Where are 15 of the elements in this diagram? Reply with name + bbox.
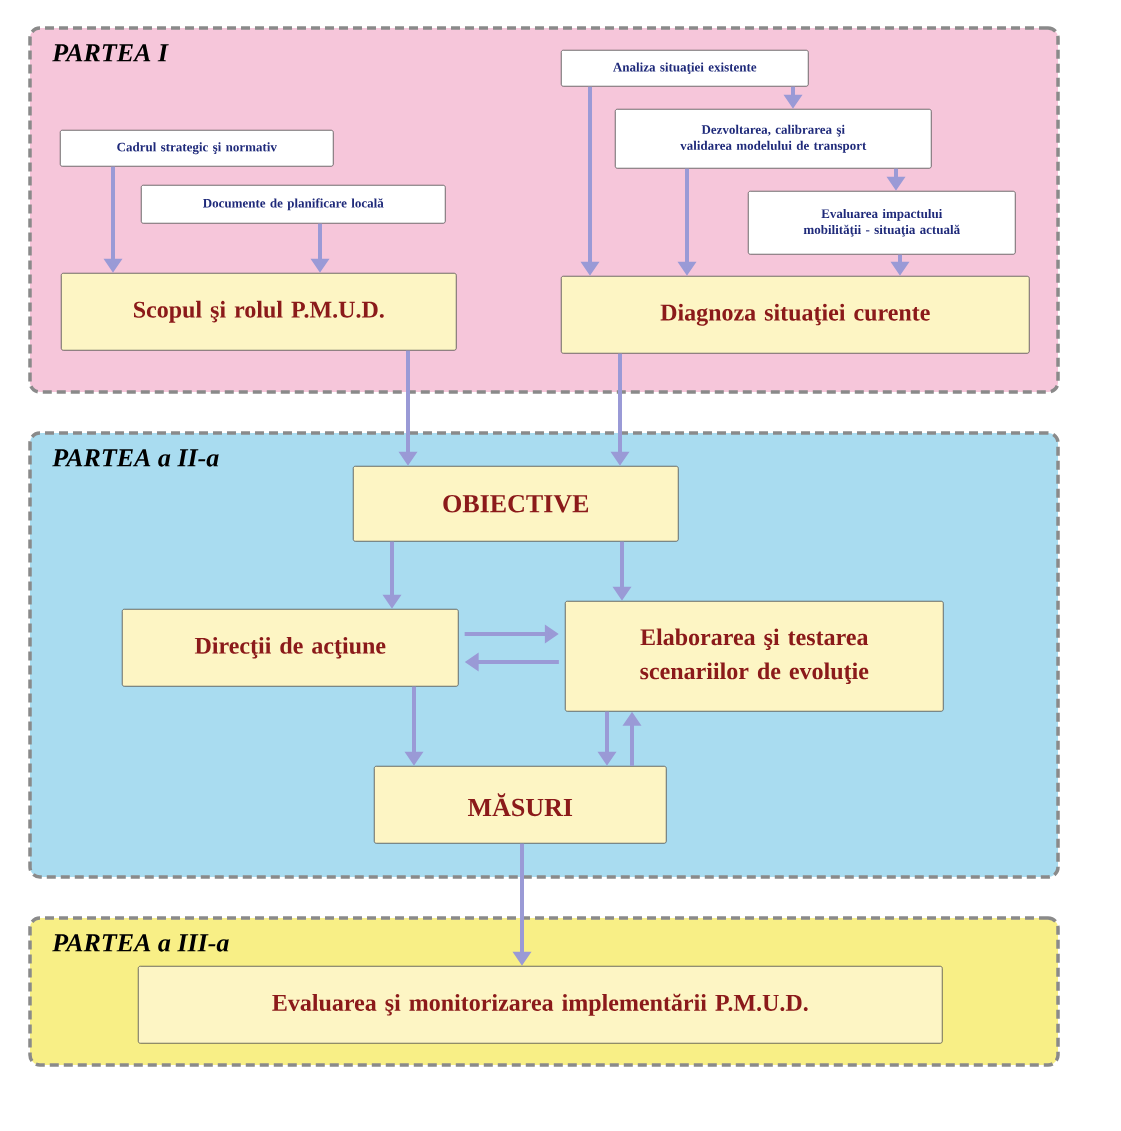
input-box: Cadrul strategic şi normativ [59,129,334,167]
section-heading: PARTEA a II-a [52,449,219,467]
step-box: Diagnoza situaţiei curente [560,275,1030,354]
section-heading: PARTEA I [52,44,169,62]
input-box: Analiza situaţiei existente [560,49,809,87]
step-box: Direcţii de acţiune [121,608,459,687]
step-box: MĂSURI [373,765,667,844]
step-box: Scopul şi rolul P.M.U.D. [60,272,457,351]
step-box: Elaborarea şi testarea scenariilor de evoluţie [564,600,944,712]
input-box: Evaluarea impactului mobilităţii - situaţia actuală [747,190,1016,255]
input-box: Dezvoltarea, calibrarea şi validarea modelului de transport [614,108,932,169]
step-box: OBIECTIVE [352,465,679,542]
input-box: Documente de planificare locală [140,184,446,224]
section-heading: PARTEA a III-a [52,934,229,952]
step-box: Evaluarea şi monitorizarea implementării P.M.U.D. [137,965,943,1044]
